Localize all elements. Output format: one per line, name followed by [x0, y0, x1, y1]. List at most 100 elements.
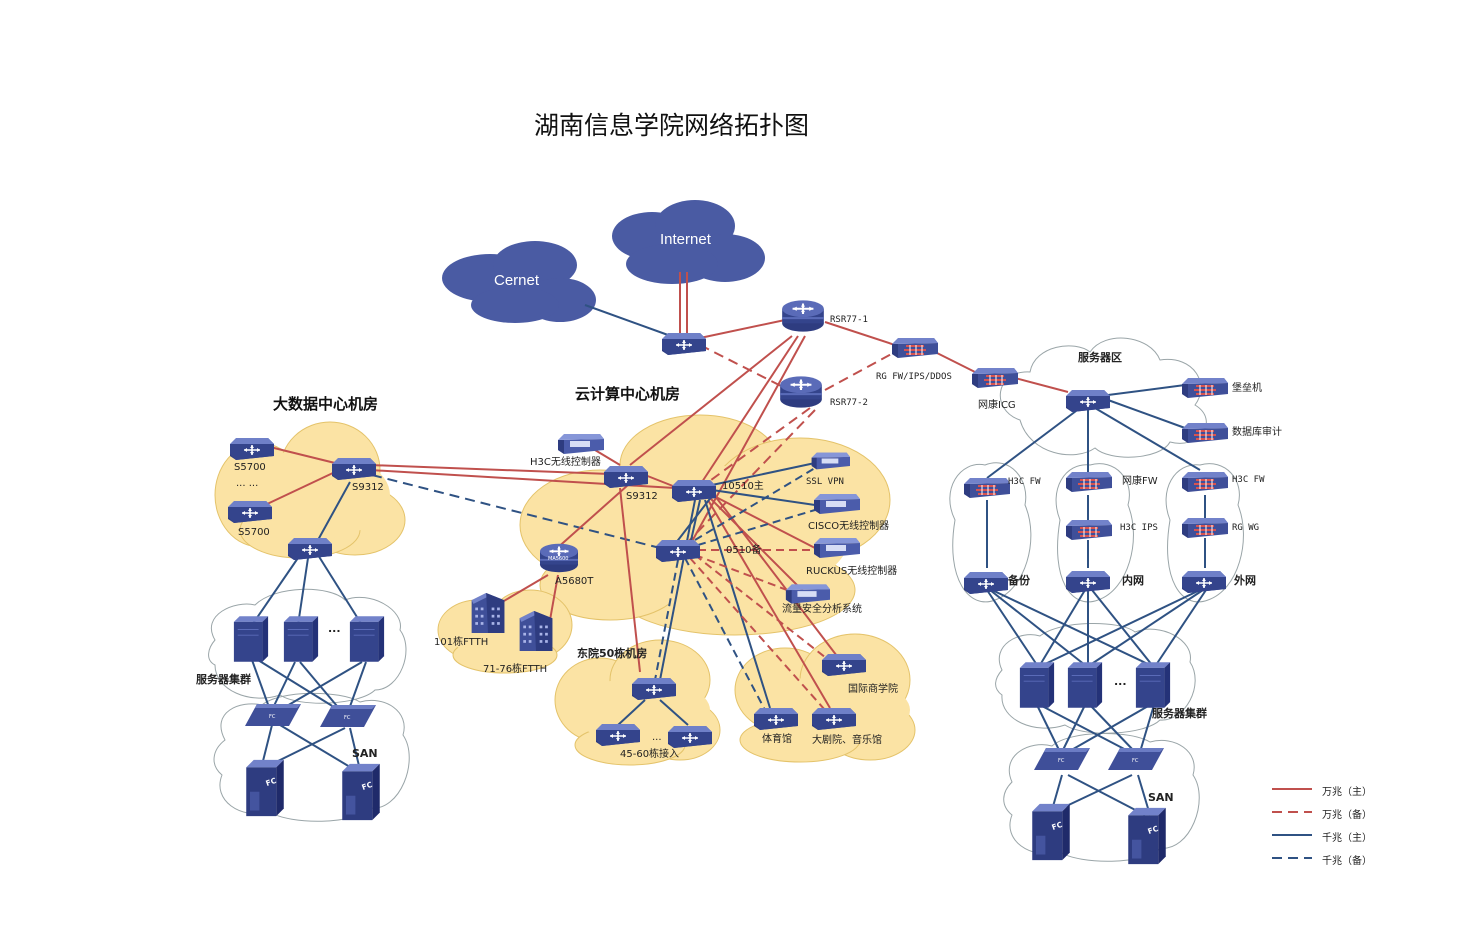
s5700-bottom-label: S5700	[238, 527, 270, 538]
page-title: 湖南信息学院网络拓扑图	[534, 111, 810, 140]
gym-label: 体育馆	[762, 734, 792, 745]
server-area-outline-cloud	[999, 337, 1207, 458]
h3c-fw-right-icon	[1181, 471, 1228, 493]
ssl-vpn-label: SSL VPN	[806, 477, 844, 487]
security-columns-outline	[949, 462, 1244, 603]
h3c-fw-right-label: H3C FW	[1232, 475, 1265, 485]
h3c-fw-left-label: H3C FW	[1008, 477, 1041, 487]
cloud-zone-title: 云计算中心机房	[575, 385, 681, 403]
fc-storage-right-2-icon	[1128, 807, 1166, 865]
intranet-label: 内网	[1122, 574, 1144, 587]
internet-cloud	[612, 200, 765, 284]
rsr77-2-router-icon	[779, 375, 823, 409]
legend-label: 千兆（主）	[1322, 833, 1372, 844]
flow-analysis-label: 流量安全分析系统	[782, 604, 862, 615]
h3c-ips-label: H3C IPS	[1120, 523, 1158, 533]
ruckus-wlc-label: RUCKUS无线控制器	[806, 566, 898, 577]
extranet-label: 外网	[1234, 574, 1256, 587]
server-left-3-icon	[349, 615, 385, 663]
s9312-mid-label: S9312	[626, 491, 658, 502]
legend	[1272, 788, 1312, 859]
h3c-ips-icon	[1065, 519, 1112, 541]
legend-label: 万兆（主）	[1322, 787, 1372, 798]
server-core-switch-icon	[1065, 389, 1111, 413]
ma5680t-label: A5680T	[555, 576, 594, 587]
server-zone-title: 服务器区	[1078, 351, 1122, 364]
cernet-label: Cernet	[494, 272, 540, 289]
ftth-71-76-label: 71-76栋FTTH	[483, 664, 548, 675]
server-left-1-icon	[233, 615, 269, 663]
server-left-dots: ...	[328, 622, 341, 635]
rsr77-1-router-icon	[781, 299, 825, 333]
rg-wg-icon	[1181, 517, 1228, 539]
backup-switch-icon	[963, 571, 1009, 595]
legend-row-10g-backup: 万兆（备）	[1272, 806, 1392, 821]
east-zone-title: 东院50栋机房	[577, 647, 648, 660]
east-dots: ...	[652, 732, 662, 743]
bigdata-dots: ... ...	[236, 478, 259, 489]
legend-row-1g-main: 千兆（主）	[1272, 829, 1392, 844]
server-cluster-left-label: 服务器集群	[196, 673, 251, 686]
server-right-1-icon	[1019, 661, 1055, 709]
cernet-cloud	[442, 241, 596, 323]
access-45-60-label: 45-60栋接入	[620, 749, 680, 760]
netkang-fw-label: 网康FW	[1122, 476, 1158, 487]
theater-label: 大剧院、音乐馆	[812, 735, 882, 746]
s9312-left-label: S9312	[352, 482, 384, 493]
rsr77-2-label: RSR77-2	[830, 398, 868, 408]
server-left-2-icon	[283, 615, 319, 663]
bigdata-zone-title: 大数据中心机房	[273, 395, 379, 413]
rg-fw-label: RG FW/IPS/DDOS	[876, 372, 952, 382]
links-layer	[251, 272, 1207, 816]
bastion-label: 堡垒机	[1232, 383, 1262, 394]
fc-storage-right-1-icon	[1032, 803, 1070, 861]
icg-label: 网康ICG	[978, 400, 1016, 411]
legend-label: 千兆（备）	[1322, 856, 1372, 867]
h3c-fw-left-icon	[963, 477, 1010, 499]
san-left-label: SAN	[352, 747, 378, 760]
ftth-101-label: 101栋FTTH	[434, 637, 489, 648]
san-left-outline	[213, 692, 410, 822]
fc-storage-left-2-icon	[342, 763, 380, 821]
san-switch-right-1-icon	[1034, 748, 1090, 770]
ruckus-wlc-icon	[814, 538, 860, 558]
legend-label: 万兆（备）	[1322, 810, 1372, 821]
extranet-switch-icon	[1181, 570, 1227, 594]
bastion-icon	[1181, 377, 1228, 399]
db-audit-icon	[1181, 422, 1228, 444]
internet-label: Internet	[660, 231, 711, 248]
rsr77-1-label: RSR77-1	[830, 315, 868, 325]
san-right-outline	[1003, 732, 1200, 862]
core-main-label: 10510主	[722, 481, 764, 492]
intranet-switch-icon	[1065, 570, 1111, 594]
server-right-dots: ...	[1114, 675, 1127, 688]
rg-wg-label: RG WG	[1232, 523, 1260, 533]
backup-label: 备份	[1008, 574, 1030, 587]
legend-row-10g-main: 万兆（主）	[1272, 783, 1392, 798]
h3c-wlc-label: H3C无线控制器	[530, 457, 601, 468]
server-cluster-left-outline	[208, 588, 407, 704]
bigdata-agg-switch-icon	[287, 537, 333, 561]
server-cluster-right-label: 服务器集群	[1152, 707, 1207, 720]
server-right-3-icon	[1135, 661, 1171, 709]
server-cluster-right-outline	[995, 622, 1196, 734]
san-switch-left-2-icon	[320, 705, 376, 727]
cisco-wlc-label: CISCO无线控制器	[808, 521, 890, 532]
fc-storage-left-1-icon	[246, 759, 284, 817]
building-71-76-icon	[519, 611, 553, 651]
ma5600-badge: MA5600	[548, 556, 568, 562]
edge-switch-icon	[661, 332, 707, 356]
building-101-icon	[471, 593, 505, 633]
db-audit-label: 数据库审计	[1232, 427, 1282, 438]
core-backup-label: 0510备	[726, 545, 762, 556]
san-switch-left-1-icon	[245, 704, 301, 726]
san-right-label: SAN	[1148, 791, 1174, 804]
rg-fw-icon	[891, 337, 938, 359]
server-right-2-icon	[1067, 661, 1103, 709]
san-switch-right-2-icon	[1108, 748, 1164, 770]
s5700-top-label: S5700	[234, 462, 266, 473]
legend-row-1g-backup: 千兆（备）	[1272, 852, 1392, 867]
netkang-fw-icon	[1065, 471, 1112, 493]
intl-business-label: 国际商学院	[848, 684, 898, 695]
